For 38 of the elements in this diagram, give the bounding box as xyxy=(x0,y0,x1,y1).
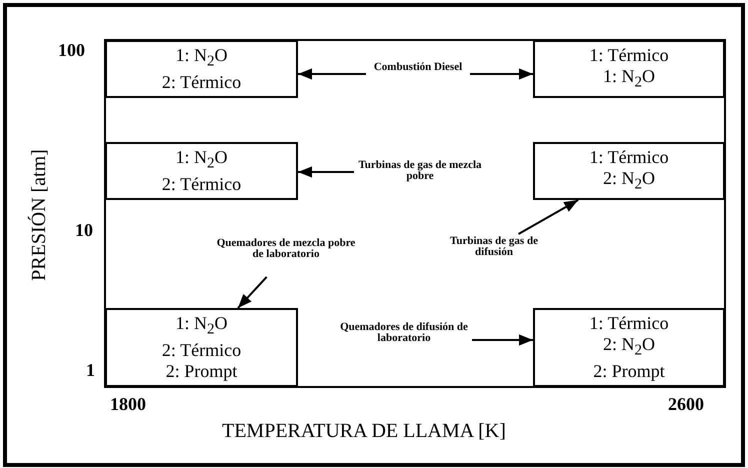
application-label: Turbinas de gas de difusión xyxy=(449,236,539,258)
nox-source-box xyxy=(533,40,725,98)
nox-source-box xyxy=(105,308,298,387)
mechanism-text: 2: Térmico xyxy=(162,174,242,196)
axis-tick-label: 100 xyxy=(58,40,85,61)
mechanism-text: 1: Térmico xyxy=(589,146,669,168)
arrow xyxy=(298,166,354,178)
arrow xyxy=(518,199,579,235)
nox-source-box xyxy=(533,142,725,200)
axis-tick-label: 1800 xyxy=(110,394,146,415)
application-label: Quemadores de difusión de laboratorio xyxy=(340,322,468,344)
nox-source-box xyxy=(105,142,298,200)
mechanism-text: 2: N$_{2}$O xyxy=(603,168,655,194)
arrow xyxy=(472,334,533,346)
mechanism-text: 1: N$_{2}$O xyxy=(176,146,228,174)
mechanism-text: 2: Prompt xyxy=(593,361,665,382)
axis-tick-label: 10 xyxy=(75,220,93,241)
nox-source-box xyxy=(533,308,725,387)
axis-title: PRESIÓN [atm] xyxy=(28,149,51,281)
axis-title: TEMPERATURA DE LLAMA [K] xyxy=(222,420,506,443)
mechanism-text: 1: N$_{2}$O xyxy=(176,312,228,340)
arrow xyxy=(237,276,268,309)
mechanism-text: 2: Térmico xyxy=(162,72,242,94)
application-label: Combustión Diesel xyxy=(372,62,464,73)
mechanism-text: 1: Térmico xyxy=(589,312,669,334)
application-label: Quemadores de mezcla pobre de laboratorio xyxy=(216,238,356,260)
mechanism-text: 2: Térmico xyxy=(162,340,242,362)
mechanism-text: 1: N$_{2}$O xyxy=(176,44,228,72)
mechanism-text: 1: N$_{2}$O xyxy=(603,66,655,92)
arrow xyxy=(298,68,366,80)
arrow xyxy=(470,68,533,80)
axis-tick-label: 2600 xyxy=(668,394,704,415)
nox-source-box xyxy=(105,40,298,98)
application-label: Turbinas de gas de mezcla pobre xyxy=(358,160,482,182)
mechanism-text: 2: N$_{2}$O xyxy=(603,334,655,360)
mechanism-text: 2: Prompt xyxy=(166,361,238,382)
mechanism-text: 1: Térmico xyxy=(589,44,669,66)
axis-tick-label: 1 xyxy=(86,360,95,381)
